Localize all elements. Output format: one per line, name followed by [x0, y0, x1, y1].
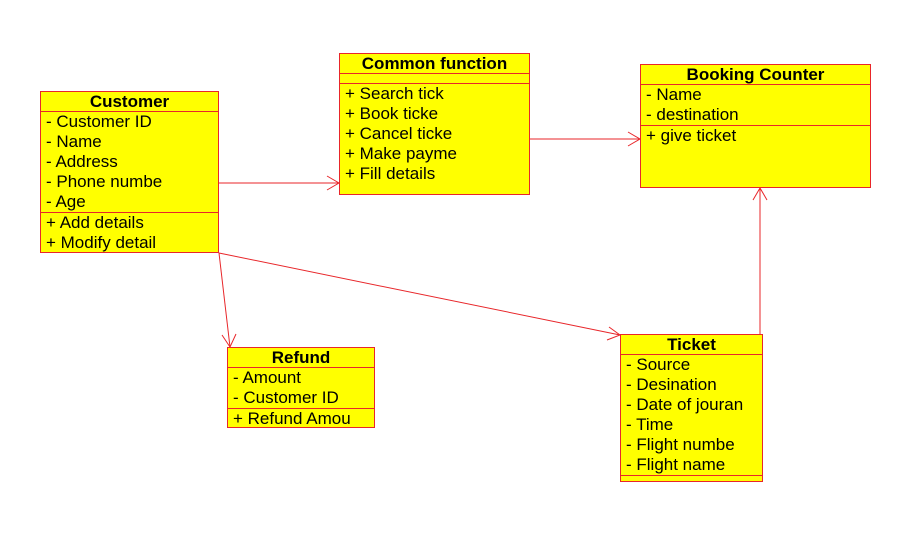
- operation: + Make payme: [345, 144, 457, 163]
- class-name: Booking Counter: [641, 65, 870, 85]
- operation: + Cancel ticke: [345, 124, 453, 143]
- attribute: - Time: [626, 415, 674, 434]
- class-name: Customer: [41, 92, 218, 112]
- attribute: - destination: [646, 105, 739, 124]
- attribute: - Desination: [626, 375, 717, 394]
- arrow-common-function-to-booking-counter: [530, 131, 641, 147]
- arrow-customer-to-ticket: [218, 252, 622, 341]
- attribute: - Customer ID: [46, 112, 152, 131]
- arrow-customer-to-refund: [218, 252, 237, 349]
- attribute: - Date of jouran: [626, 395, 744, 414]
- attribute: - Flight name: [626, 455, 726, 474]
- operation: + Fill details: [345, 164, 436, 183]
- class-ticket[interactable]: Ticket - Source - Desination - Date of j…: [620, 334, 763, 482]
- operation: + Search tick: [345, 84, 444, 103]
- class-name: Ticket: [621, 335, 762, 355]
- class-customer[interactable]: Customer - Customer ID - Name - Address …: [40, 91, 219, 253]
- operations-section: + Add details + Modify detail: [41, 213, 218, 252]
- attributes-section: - Customer ID - Name - Address - Phone n…: [41, 112, 218, 213]
- operations-section: + Search tick + Book ticke + Cancel tick…: [340, 84, 529, 184]
- class-name: Refund: [228, 348, 374, 368]
- attribute: - Age: [46, 192, 86, 211]
- operation: + Modify detail: [46, 233, 157, 252]
- attribute: - Address: [46, 152, 118, 171]
- attribute: - Phone numbe: [46, 172, 163, 191]
- operation: + Refund Amou: [233, 409, 351, 428]
- operations-section: + give ticket: [641, 126, 870, 146]
- arrow-customer-to-common-function: [219, 175, 340, 191]
- attribute: - Flight numbe: [626, 435, 735, 454]
- operation: + Add details: [46, 213, 144, 232]
- attribute: - Name: [646, 85, 702, 104]
- operations-section: + Refund Amou: [228, 409, 374, 428]
- attributes-section: [340, 74, 529, 84]
- attribute: - Name: [46, 132, 102, 151]
- attribute: - Source: [626, 355, 691, 374]
- operation: + Book ticke: [345, 104, 439, 123]
- attribute: - Amount: [233, 368, 302, 387]
- class-common-function[interactable]: Common function + Search tick + Book tic…: [339, 53, 530, 195]
- class-name: Common function: [340, 54, 529, 74]
- class-booking-counter[interactable]: Booking Counter - Name - destination + g…: [640, 64, 871, 188]
- operations-section: [621, 476, 762, 481]
- attributes-section: - Source - Desination - Date of jouran -…: [621, 355, 762, 476]
- class-refund[interactable]: Refund - Amount - Customer ID + Refund A…: [227, 347, 375, 428]
- attributes-section: - Amount - Customer ID: [228, 368, 374, 409]
- attribute: - Customer ID: [233, 388, 339, 407]
- operation: + give ticket: [646, 126, 737, 145]
- arrow-ticket-to-booking-counter: [752, 187, 768, 334]
- attributes-section: - Name - destination: [641, 85, 870, 126]
